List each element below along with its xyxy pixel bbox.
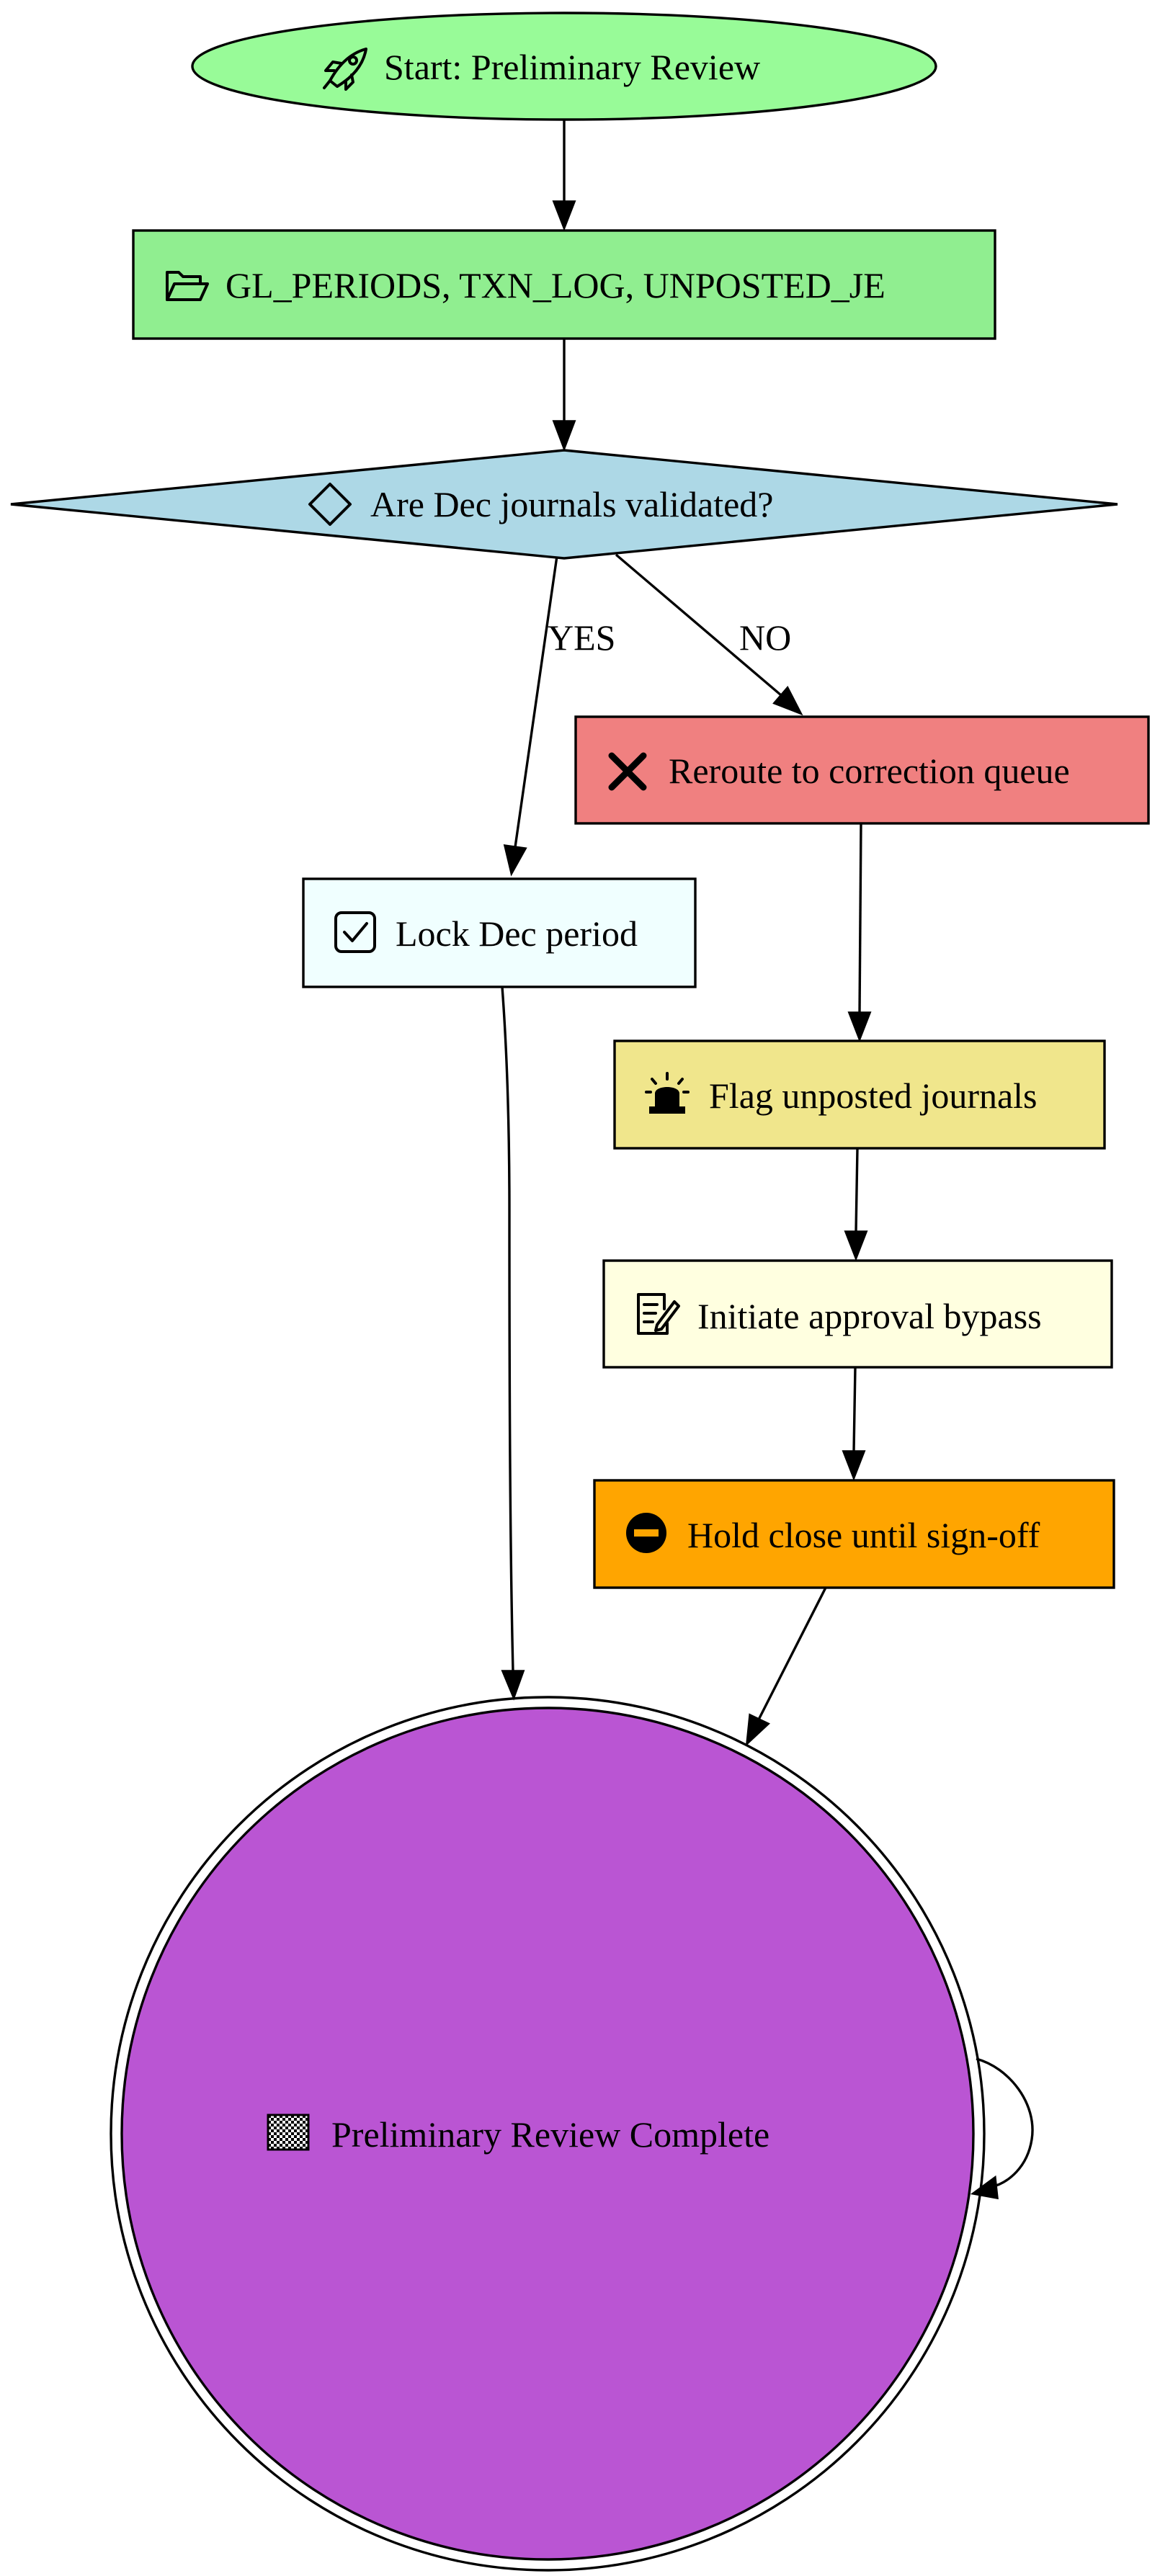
siren-icon <box>645 1072 690 1114</box>
memo-icon <box>637 1293 680 1335</box>
node-data-sources: GL_PERIODS, TXN_LOG, UNPOSTED_JE <box>132 229 996 340</box>
rocket-icon <box>323 48 367 91</box>
hold-close-label: Hold close until sign-off <box>687 1515 1040 1555</box>
edge-data-sources-to-decision <box>552 339 576 452</box>
reroute-shape <box>574 715 1150 825</box>
edge-start-to-data-sources <box>552 120 576 231</box>
edge-approval-bypass-to-hold-close <box>842 1367 866 1481</box>
data-sources-shape <box>132 229 996 340</box>
x-mark-icon <box>608 752 647 791</box>
complete-outer-ring <box>110 1696 986 2572</box>
flag-unposted-shape <box>613 1039 1106 1150</box>
checkered-flag-icon <box>267 2114 310 2151</box>
lock-period-shape <box>302 877 697 988</box>
flag-unposted-label: Flag unposted journals <box>709 1075 1038 1116</box>
edge-lock-period-to-complete <box>501 986 525 1701</box>
edge-label-yes: YES <box>548 617 615 658</box>
start-shape <box>191 12 937 121</box>
node-lock-period: Lock Dec period <box>302 877 697 988</box>
approval-bypass-shape <box>602 1259 1113 1369</box>
check-box-icon <box>334 911 376 953</box>
no-entry-icon <box>626 1513 666 1553</box>
edge-decision-yes-to-lock-period <box>503 555 558 877</box>
hold-close-shape <box>593 1479 1115 1589</box>
edge-decision-no-to-reroute <box>615 553 803 716</box>
folder-open-icon <box>166 271 209 301</box>
decision-label: Are Dec journals validated? <box>370 484 773 524</box>
edge-flag-unposted-to-approval-bypass <box>844 1148 868 1261</box>
node-reroute: Reroute to correction queue <box>574 715 1150 825</box>
node-decision: Are Dec journals validated? <box>10 449 1118 560</box>
node-approval-bypass: Initiate approval bypass <box>602 1259 1113 1369</box>
node-start: Start: Preliminary Review <box>191 12 937 121</box>
node-complete: Preliminary Review Complete <box>110 1696 986 2572</box>
edge-hold-close-to-complete <box>745 1587 827 1747</box>
reroute-label: Reroute to correction queue <box>669 751 1070 791</box>
data-sources-label: GL_PERIODS, TXN_LOG, UNPOSTED_JE <box>226 265 885 305</box>
diamond-icon <box>308 483 352 526</box>
edge-reroute-to-flag-unposted <box>847 823 872 1042</box>
complete-shape <box>120 1707 975 2561</box>
approval-bypass-label: Initiate approval bypass <box>697 1296 1042 1336</box>
lock-period-label: Lock Dec period <box>396 913 638 954</box>
edge-label-no: NO <box>739 617 791 658</box>
decision-shape <box>10 449 1118 560</box>
node-hold-close: Hold close until sign-off <box>593 1479 1115 1589</box>
node-flag-unposted: Flag unposted journals <box>613 1039 1106 1150</box>
start-label: Start: Preliminary Review <box>384 47 760 87</box>
complete-label: Preliminary Review Complete <box>331 2114 769 2155</box>
